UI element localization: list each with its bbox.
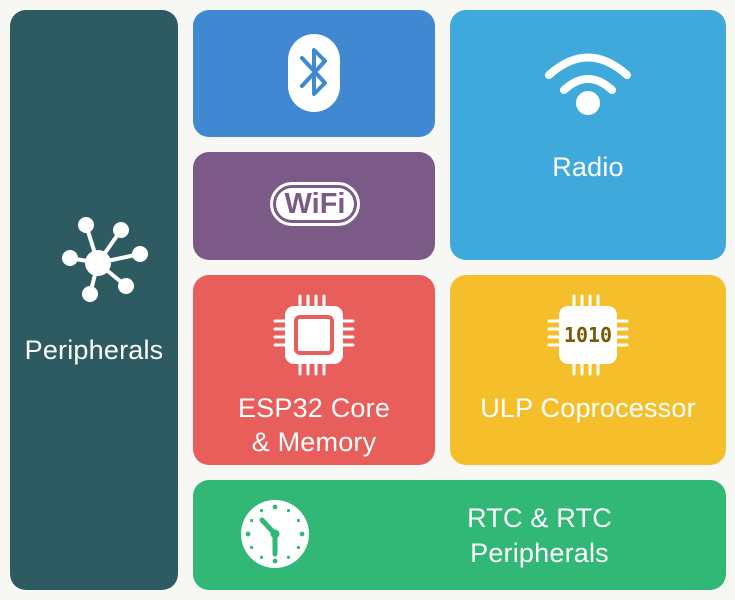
wifi-block: WiFi — [193, 152, 435, 260]
rtc-label-line2: Peripherals — [470, 538, 609, 568]
rtc-peripherals-block: RTC & RTC Peripherals — [193, 480, 726, 590]
cpu-chip-icon — [273, 294, 355, 376]
esp32-core-label-line1: ESP32 Core — [237, 393, 391, 423]
ulp-coprocessor-label: ULP Coprocessor — [480, 393, 696, 423]
radio-label: Radio — [552, 152, 624, 182]
ulp-chip-text: 1010 — [563, 323, 613, 347]
radio-block: Radio — [450, 10, 726, 260]
rtc-label-line1: RTC & RTC — [467, 503, 612, 533]
clock-icon — [241, 500, 309, 568]
peripherals-label: Peripherals — [24, 335, 164, 365]
wifi-logo-text: WiFi — [284, 188, 346, 220]
wireless-signal-icon — [545, 53, 631, 115]
hub-network-icon — [62, 217, 148, 302]
bluetooth-icon — [288, 34, 340, 112]
esp32-core-label-line2: & Memory — [251, 427, 377, 457]
bluetooth-block — [193, 10, 435, 137]
wifi-logo: WiFi — [270, 182, 360, 226]
binary-chip-icon — [547, 294, 629, 376]
ulp-coprocessor-block: 1010 ULP Coprocessor — [450, 275, 726, 465]
esp32-core-memory-block: ESP32 Core & Memory — [193, 275, 435, 465]
peripherals-block: Peripherals — [10, 10, 178, 590]
